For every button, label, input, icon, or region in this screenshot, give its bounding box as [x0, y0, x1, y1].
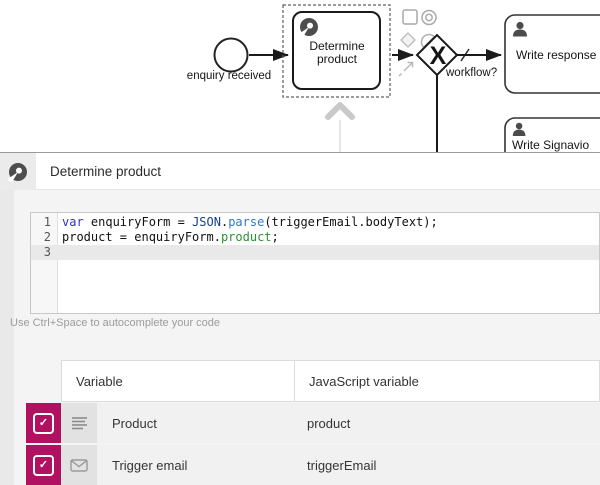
line-number-gutter [31, 213, 58, 313]
variable-type-cell [61, 403, 97, 443]
variable-name: Product [97, 403, 293, 443]
task-title-field[interactable]: Determine product [36, 153, 600, 190]
code-token: (triggerEmail.bodyText); [264, 215, 438, 229]
row-checkbox-cell: ✓ [26, 445, 61, 485]
line-number: 2 [43, 230, 51, 244]
code-token: enquiryForm = [83, 215, 193, 229]
task-label-line2: product [317, 52, 358, 66]
panel-title: Determine product [50, 163, 162, 179]
bpmn-diagram: enquiry received Determine product [0, 0, 600, 152]
code-token-keyword: var [62, 215, 84, 229]
task-write-signavio[interactable] [504, 117, 600, 152]
code-line[interactable]: 2 product = enquiryForm.product; [31, 230, 599, 245]
task-label-line1: Determine [309, 39, 365, 53]
js-variable-name: product [293, 403, 600, 443]
code-token-object: JSON [192, 215, 221, 229]
connect-tool-icon[interactable] [398, 61, 414, 77]
collapse-chevron-icon[interactable] [325, 102, 355, 120]
script-task-icon [298, 18, 318, 38]
code-token: . [220, 215, 229, 229]
line-number: 1 [43, 215, 51, 229]
start-event-label: enquiry received [187, 70, 271, 82]
append-task-icon[interactable] [402, 9, 418, 25]
table-row[interactable]: ✓ Product product [26, 403, 600, 443]
check-icon: ✓ [38, 458, 49, 471]
row-checkbox[interactable]: ✓ [33, 412, 54, 434]
append-end-event-icon[interactable] [421, 9, 437, 26]
code-token: ; [271, 230, 279, 244]
autocomplete-hint: Use Ctrl+Space to autocomplete your code [10, 317, 221, 329]
line-number: 3 [43, 245, 51, 259]
script-task-icon [0, 153, 36, 190]
code-token-method: parse [228, 215, 265, 229]
append-gateway-icon[interactable] [400, 32, 416, 48]
gateway-label: workflow? [445, 67, 497, 79]
user-task-icon [513, 21, 527, 37]
table-row[interactable]: ✓ Trigger email triggerEmail [26, 445, 600, 485]
column-header-variable: Variable [76, 373, 123, 389]
variable-type-cell [61, 445, 97, 485]
code-line-active[interactable]: 3 [31, 245, 599, 260]
append-end-event-inner [425, 13, 433, 22]
check-icon: ✓ [38, 416, 49, 429]
text-lines-icon [71, 417, 87, 430]
page-left-margin [0, 190, 14, 485]
task-panel-header: Determine product [0, 152, 600, 190]
code-token-property: product [220, 230, 272, 244]
start-event[interactable] [213, 37, 249, 73]
task-write-signavio-label: Write Signavio [512, 138, 589, 152]
selection-outline [282, 4, 391, 98]
code-editor[interactable]: 1 var enquiryForm = JSON.parse(triggerEm… [30, 212, 600, 314]
column-header-js-variable: JavaScript variable [294, 361, 599, 401]
task-write-response-label: Write response [516, 48, 597, 62]
code-line[interactable]: 1 var enquiryForm = JSON.parse(triggerEm… [31, 215, 599, 230]
envelope-icon [70, 458, 88, 472]
user-task-icon [512, 122, 526, 136]
row-checkbox-cell: ✓ [26, 403, 61, 443]
task-write-response[interactable] [504, 14, 600, 94]
js-variable-name: triggerEmail [293, 445, 600, 485]
row-checkbox[interactable]: ✓ [33, 454, 54, 476]
variables-table-header: Variable JavaScript variable [61, 360, 600, 402]
gateway-x-marker: X [430, 42, 447, 70]
code-token: product = enquiryForm. [62, 230, 221, 244]
variable-name: Trigger email [97, 445, 293, 485]
